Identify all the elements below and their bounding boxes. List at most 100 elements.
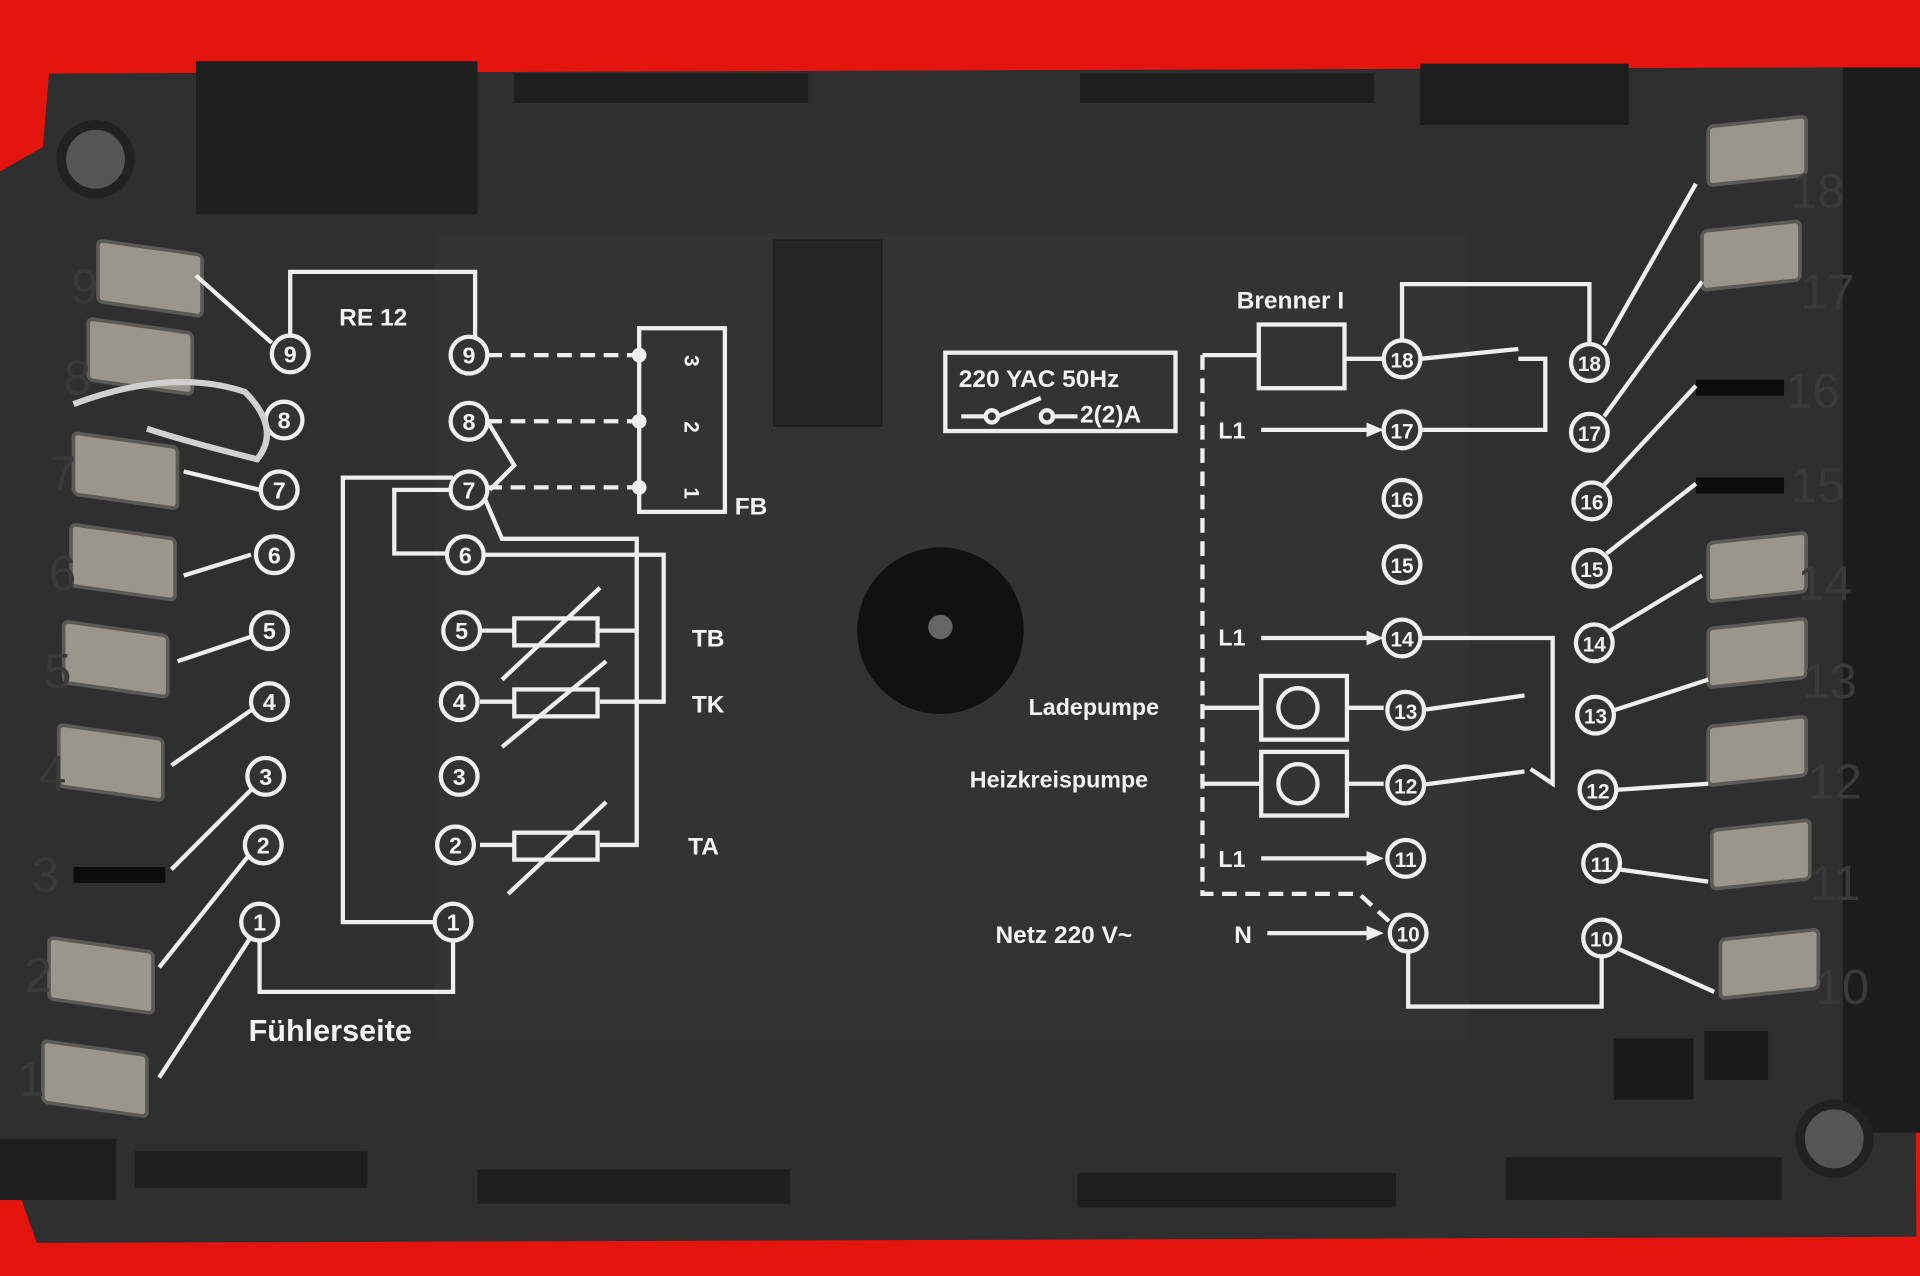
terminal-16 [1381,477,1423,519]
spade-terminal[interactable] [1706,714,1808,787]
wiring-diagram [157,182,1716,1079]
terminal-13 [1385,689,1427,731]
remote-pin-1: 1 [679,487,702,499]
terminal-slot [73,866,166,883]
terminal-16 [1571,480,1613,522]
terminal-number: 16 [1390,489,1413,512]
spade-terminal[interactable] [1700,219,1802,292]
terminal-lugs [41,114,1821,1118]
l1-label: L1 [1218,624,1245,650]
remote-label: FB [735,493,768,520]
housing-number: 11 [1810,857,1861,911]
terminal-17 [1381,409,1423,451]
bottom-slot [134,1151,368,1188]
housing-number: 6 [49,547,76,601]
terminal-number: 12 [1586,780,1609,803]
terminal-10 [1581,917,1623,959]
terminal-number: 16 [1580,491,1603,514]
bridge-wire [72,379,270,463]
terminal-number: 13 [1394,701,1417,724]
bottom-slot [1506,1157,1782,1201]
housing-number: 15 [1790,459,1844,513]
terminal-2 [242,824,284,866]
housing-number: 1 [17,1053,44,1107]
mains-label: Netz 220 V~ [996,922,1133,949]
terminal-3 [438,755,480,797]
terminal-number: 14 [1390,629,1414,652]
spade-terminal[interactable] [1706,617,1808,689]
terminal-14 [1573,622,1615,664]
terminal-number: 9 [463,343,476,369]
housing-number: 7 [49,447,76,501]
housing-number: 16 [1785,365,1839,419]
bottom-slot [1077,1173,1396,1208]
terminal-number: 9 [284,341,297,367]
terminal-number: 10 [1590,929,1613,952]
terminal-10 [1387,912,1429,954]
remote-pin-2: 2 [679,421,702,433]
sensor-side-label: Fühlerseite [249,1014,412,1048]
terminal-14 [1381,617,1423,659]
spade-terminal[interactable] [61,620,170,699]
housing-number: 9 [71,261,98,315]
terminal-number: 18 [1578,353,1601,376]
spade-terminal[interactable] [1706,114,1808,187]
spade-terminal[interactable] [1710,818,1812,891]
terminal-number: 13 [1584,706,1607,729]
housing-number: 14 [1798,557,1852,611]
terminal-9 [269,333,311,375]
terminal-number: 8 [463,409,476,435]
burner-label: Brenner I [1237,288,1344,315]
housing-number: 2 [24,949,51,1003]
terminal-number: 4 [263,689,276,715]
sensor-tk-label: TK [692,692,725,719]
housing-number: 17 [1800,266,1854,320]
terminal-number: 2 [257,833,270,859]
terminal-number: 15 [1580,559,1603,582]
remote-pin-3: 3 [679,355,702,367]
terminal-number: 6 [459,542,472,568]
spade-terminal[interactable] [1706,531,1808,604]
spade-terminal[interactable] [69,523,177,602]
housing-number: 3 [32,848,59,902]
top-clip [1420,63,1629,125]
terminal-1 [432,901,474,943]
spade-terminal[interactable] [47,936,155,1015]
terminal-18 [1568,341,1610,383]
terminal-number: 15 [1390,555,1413,578]
terminal-number: 17 [1390,420,1413,443]
spade-terminal[interactable] [41,1039,149,1118]
terminal-7 [258,469,300,511]
terminal-11 [1385,837,1427,879]
terminal-number: 3 [259,764,272,790]
charge-pump-label: Ladepumpe [1029,694,1160,720]
screw-hole-top-left [56,120,135,199]
bottom-slot [477,1169,790,1204]
spade-terminal[interactable] [56,723,165,802]
spade-terminal[interactable] [71,431,180,510]
spade-terminal[interactable] [96,239,204,318]
terminal-13 [1575,694,1617,736]
terminal-11 [1581,842,1623,884]
spade-terminal[interactable] [1718,927,1821,1000]
top-slot [514,73,809,103]
housing-number: 12 [1807,755,1861,809]
terminal-17 [1568,411,1610,453]
terminal-5 [248,610,290,652]
terminal-7 [448,469,490,511]
terminal-6 [253,534,295,576]
terminal-number: 4 [453,689,466,715]
bottom-tab [1704,1031,1769,1081]
terminal-number: 12 [1394,776,1417,799]
terminal-number: 1 [447,910,460,936]
terminal-4 [248,681,290,723]
screw-hole-bottom-right [1795,1099,1874,1178]
heating-pump-label: Heizkreispumpe [970,766,1148,792]
terminal-number: 11 [1395,849,1417,872]
terminal-9 [448,334,490,376]
terminal-18 [1381,338,1423,380]
terminal-number: 5 [455,618,468,644]
rating-current: 2(2)A [1080,401,1142,428]
l1-label: L1 [1218,417,1245,443]
